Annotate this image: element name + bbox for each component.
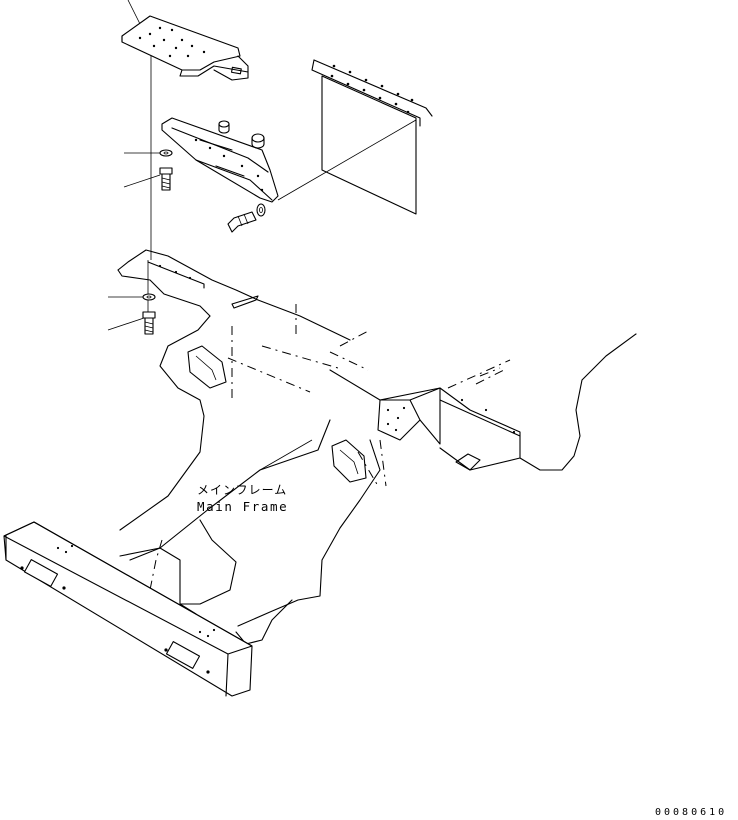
lower-washer [142,293,156,301]
leader-line-icon [259,439,313,471]
upper-bolt [159,167,173,191]
step-bracket [161,117,279,203]
part-label-jp: メインフレーム [197,483,288,497]
upper-washer [159,149,173,157]
part-label-en: Main Frame [197,499,289,514]
drawing-number: 00080610 [655,807,728,818]
leader-line-icon [123,174,161,188]
leader-line-icon [107,317,145,331]
side-bolt [227,203,266,233]
lower-bolt [142,311,156,335]
leader-line-icon [277,119,417,201]
callout-leaders [107,0,313,471]
mud-flap [277,59,433,215]
main-frame [3,249,637,697]
step-plate [121,15,249,81]
